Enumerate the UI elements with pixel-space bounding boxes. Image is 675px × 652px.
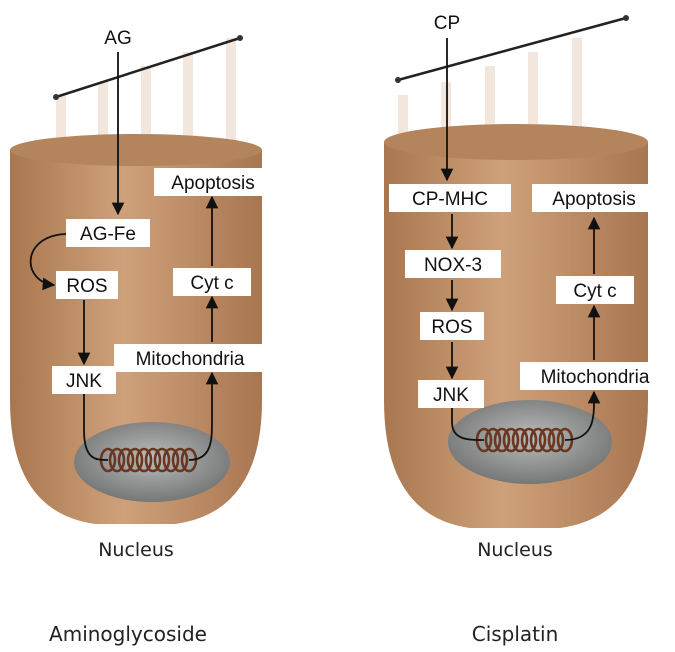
nucleus-caption: Nucleus	[98, 539, 174, 561]
cp-mhc-label: CP-MHC	[412, 189, 488, 210]
mitochondria-label: Mitochondria	[136, 349, 245, 370]
ag-fe-label: AG-Fe	[80, 224, 136, 245]
nucleus-caption: Nucleus	[477, 539, 553, 561]
panel-cisplatin: CP CP-MHC Apoptosis NOX-3 Cyt c ROS Mito…	[384, 13, 670, 646]
cytc-label: Cyt c	[573, 281, 616, 302]
panel-aminoglycoside: AG Apoptosis AG-Fe Cyt c ROS Mitochondri…	[10, 28, 272, 646]
jnk-label: JNK	[66, 371, 102, 392]
drug-label: CP	[434, 13, 460, 34]
jnk-label: JNK	[433, 385, 469, 406]
drug-label: AG	[104, 28, 131, 49]
ros-label: ROS	[66, 276, 107, 297]
panel-title: Aminoglycoside	[49, 622, 207, 646]
panel-title: Cisplatin	[472, 622, 559, 646]
cell-apical-surface	[384, 124, 648, 160]
mitochondria-label: Mitochondria	[541, 367, 650, 388]
nox3-label: NOX-3	[424, 255, 482, 276]
cytc-label: Cyt c	[190, 273, 233, 294]
cell-apical-surface	[10, 134, 262, 166]
tip-link	[398, 18, 626, 80]
apoptosis-label: Apoptosis	[552, 189, 635, 210]
ros-label: ROS	[431, 317, 472, 338]
apoptosis-label: Apoptosis	[171, 173, 254, 194]
